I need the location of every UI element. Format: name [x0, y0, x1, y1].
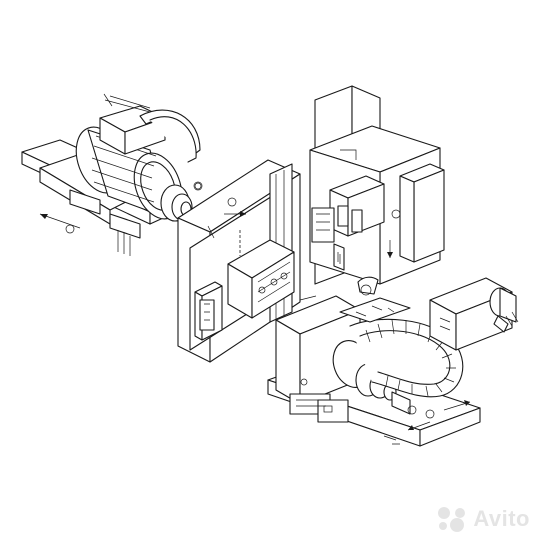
watermark: Avito — [435, 506, 530, 532]
chain-magazine-assembly — [267, 277, 519, 447]
watermark-text: Avito — [473, 506, 530, 531]
avito-logo-icon — [438, 507, 466, 532]
tool-changer-assembly — [309, 85, 445, 296]
turret-column-assembly — [177, 159, 301, 363]
spindle-motor-assembly — [21, 93, 203, 256]
